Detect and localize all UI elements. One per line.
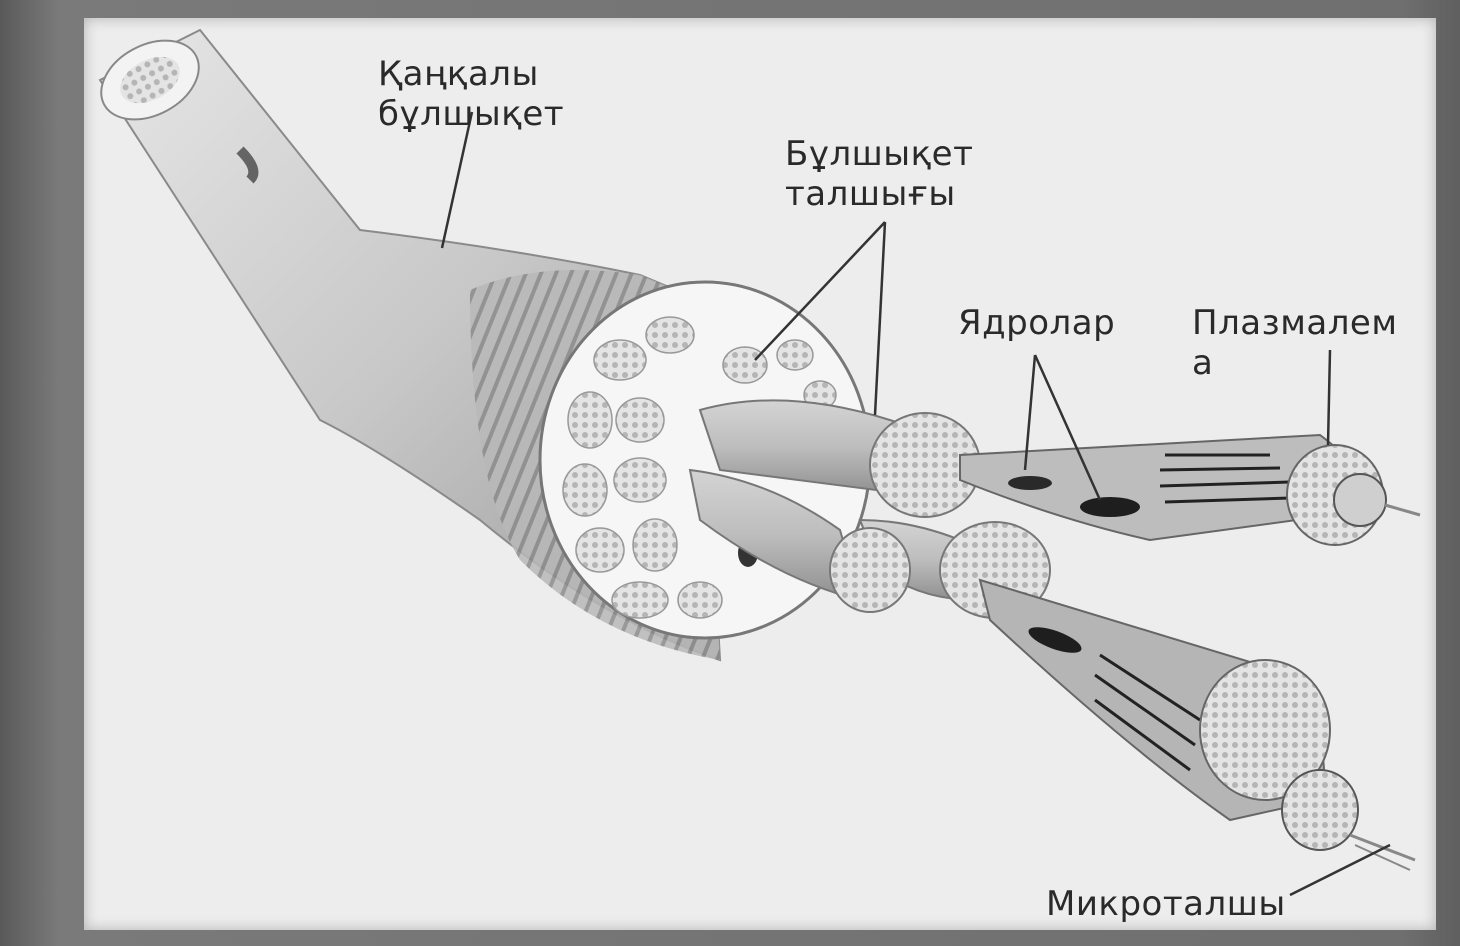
leader-muscle-fiber-2 xyxy=(875,222,885,415)
label-plasmalemma: Плазмалем а xyxy=(1192,303,1398,383)
leader-microfibril xyxy=(1290,845,1390,895)
label-muscle-fiber: Бұлшықет талшығы xyxy=(785,134,973,214)
label-skeletal-muscle: Қаңқалы бұлшықет xyxy=(378,54,564,134)
label-microfibril: Микроталшы xyxy=(1046,884,1286,924)
label-nuclei: Ядролар xyxy=(958,303,1115,343)
upper-fiber xyxy=(960,435,1420,545)
lower-fiber xyxy=(980,580,1415,870)
